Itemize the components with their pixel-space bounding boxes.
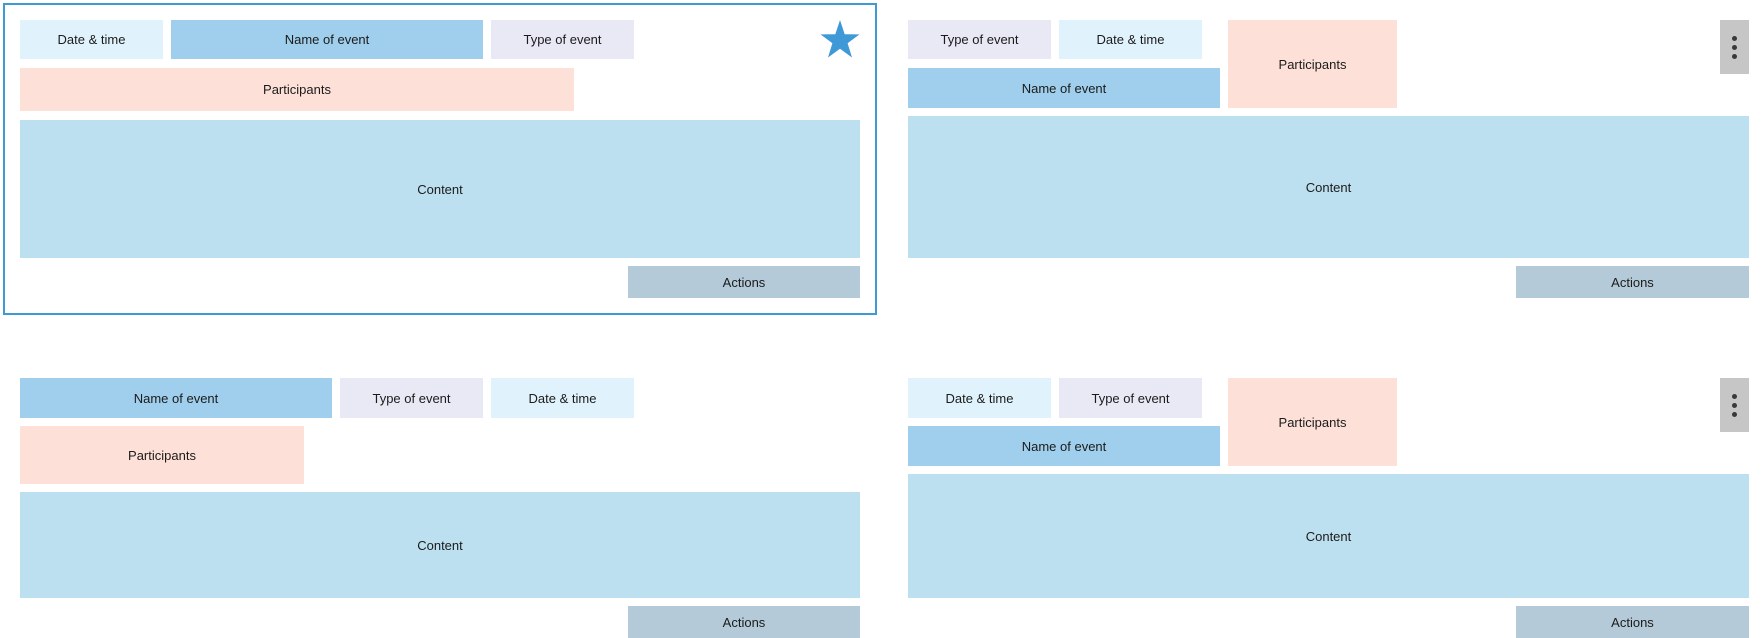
content-block: Content xyxy=(20,120,860,258)
name-of-event-block: Name of event xyxy=(171,20,483,59)
participants-block: Participants xyxy=(20,426,304,484)
star-icon[interactable] xyxy=(820,20,860,58)
date-time-block: Date & time xyxy=(1059,20,1202,59)
actions-button[interactable]: Actions xyxy=(628,266,860,298)
actions-button[interactable]: Actions xyxy=(1516,266,1749,298)
overflow-menu-icon[interactable] xyxy=(1720,20,1749,74)
type-of-event-block: Type of event xyxy=(1059,378,1202,418)
type-of-event-block: Type of event xyxy=(340,378,483,418)
actions-button[interactable]: Actions xyxy=(1516,606,1749,638)
content-block: Content xyxy=(20,492,860,598)
date-time-block: Date & time xyxy=(491,378,634,418)
name-of-event-block: Name of event xyxy=(908,426,1220,466)
participants-block: Participants xyxy=(20,68,574,111)
date-time-block: Date & time xyxy=(908,378,1051,418)
type-of-event-block: Type of event xyxy=(491,20,634,59)
overflow-menu-icon[interactable] xyxy=(1720,378,1749,432)
type-of-event-block: Type of event xyxy=(908,20,1051,59)
content-block: Content xyxy=(908,116,1749,258)
participants-block: Participants xyxy=(1228,20,1397,108)
name-of-event-block: Name of event xyxy=(908,68,1220,108)
actions-button[interactable]: Actions xyxy=(628,606,860,638)
content-block: Content xyxy=(908,474,1749,598)
date-time-block: Date & time xyxy=(20,20,163,59)
participants-block: Participants xyxy=(1228,378,1397,466)
event-card-1[interactable] xyxy=(3,3,877,315)
name-of-event-block: Name of event xyxy=(20,378,332,418)
